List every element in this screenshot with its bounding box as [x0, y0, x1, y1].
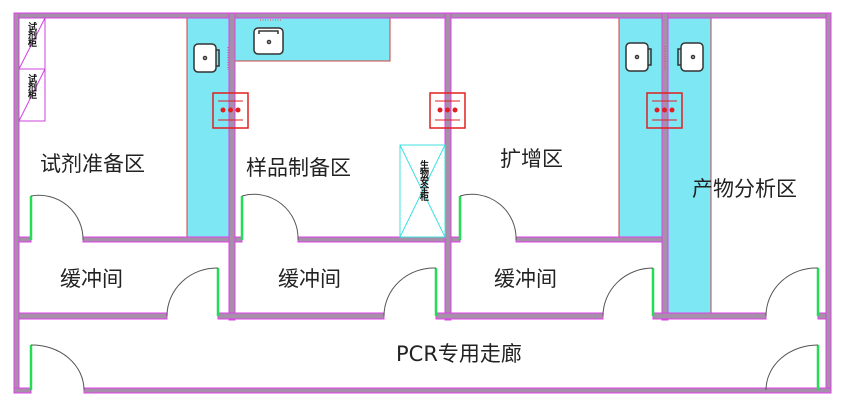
- sink-icon: [253, 27, 284, 55]
- door-product-analysis: [765, 267, 820, 317]
- doors[interactable]: [29, 193, 820, 391]
- biosafety-cabinet: [399, 144, 446, 238]
- pass-box-icon: [212, 92, 249, 129]
- sink-icon: [625, 42, 652, 72]
- reagent-cabinets: [18, 17, 46, 122]
- room-label-reagent-prep: 试剂准备区: [40, 152, 145, 176]
- walls: [13, 12, 832, 394]
- room-label-buffer-3: 缓冲间: [494, 267, 557, 291]
- pass-boxes: [212, 92, 683, 129]
- sink-icon: [193, 43, 220, 73]
- door-buffer-1: [166, 267, 220, 317]
- reagent-cabinet-label: 试剂柜: [26, 74, 36, 98]
- room-label-sample-prep: 样品制备区: [246, 156, 351, 180]
- door-buffer-2: [383, 267, 438, 317]
- door-corridor-left: [29, 344, 85, 391]
- door-amplification: [458, 193, 517, 241]
- biosafety-cabinet-label: 生物安全柜: [418, 160, 428, 200]
- room-label-product-analysis: 产物分析区: [692, 177, 797, 201]
- room-label-corridor: PCR专用走廊: [396, 342, 522, 366]
- door-corridor-right: [765, 344, 820, 391]
- room-label-buffer-2: 缓冲间: [278, 267, 341, 291]
- pass-box-icon: [646, 92, 683, 129]
- sink-icon: [677, 42, 704, 72]
- door-buffer-3: [602, 267, 655, 317]
- door-sample-prep: [240, 193, 299, 241]
- room-label-buffer-1: 缓冲间: [60, 267, 123, 291]
- sinks: [193, 27, 704, 73]
- door-reagent-prep: [29, 194, 84, 241]
- pass-box-icon: [429, 92, 466, 129]
- room-label-amplification: 扩增区: [500, 147, 563, 171]
- water-supply-marks: [227, 19, 666, 70]
- reagent-cabinet-label: 试剂柜: [26, 22, 36, 46]
